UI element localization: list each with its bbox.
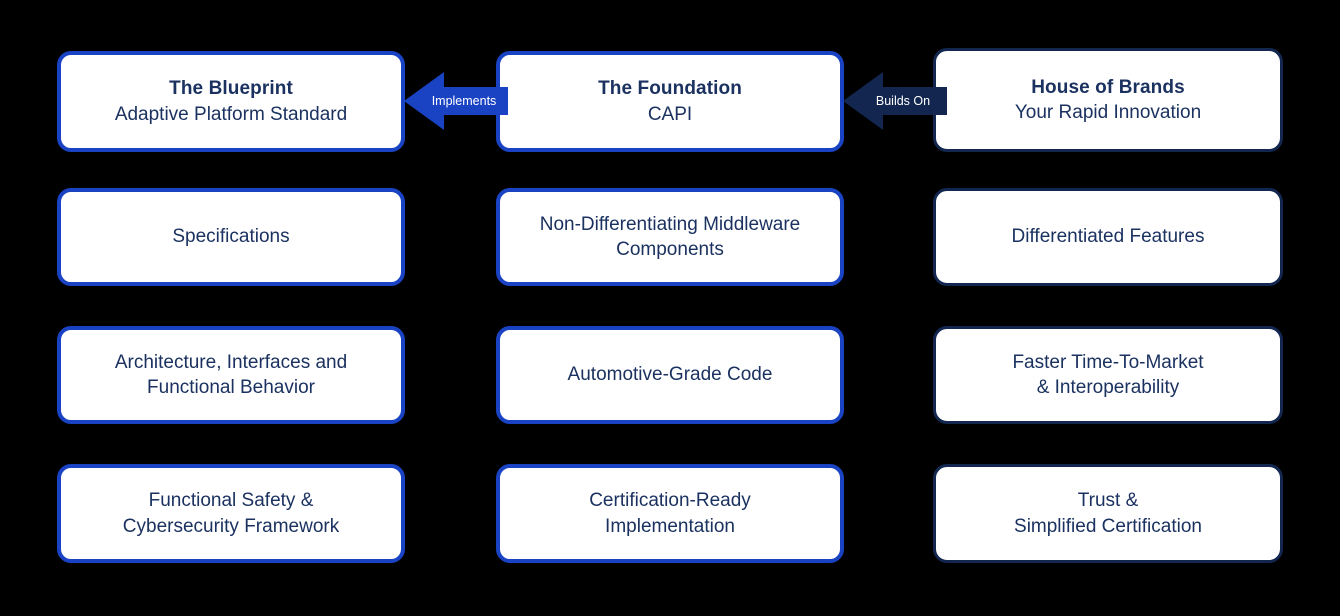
card-blueprint-safety-content: Functional Safety & Cybersecurity Framew…	[61, 484, 401, 543]
card-foundation-certification[interactable]: Certification-Ready Implementation	[496, 464, 844, 563]
card-foundation-certification-content: Certification-Ready Implementation	[500, 484, 840, 543]
card-house-of-brands-time-to-market-content: Faster Time-To-Market & Interoperability	[936, 346, 1280, 405]
card-foundation-automotive-code[interactable]: Automotive-Grade Code	[496, 326, 844, 424]
left-arrow-icon	[404, 72, 508, 130]
card-house-of-brands-features[interactable]: Differentiated Features	[933, 188, 1283, 286]
card-foundation-middleware-line1: Non-Differentiating Middleware	[539, 213, 801, 235]
card-foundation-header-title: The Foundation	[598, 78, 742, 100]
card-blueprint-specifications-line1: Specifications	[172, 226, 290, 248]
card-blueprint-architecture-content: Architecture, Interfaces and Functional …	[61, 346, 401, 405]
card-foundation-middleware-line2: Components	[616, 239, 724, 260]
card-house-of-brands-features-line1: Differentiated Features	[1011, 226, 1205, 248]
card-foundation-automotive-code-line1: Automotive-Grade Code	[567, 364, 773, 386]
card-house-of-brands-time-to-market[interactable]: Faster Time-To-Market & Interoperability	[933, 326, 1283, 424]
card-house-of-brands-header[interactable]: House of Brands Your Rapid Innovation	[933, 48, 1283, 152]
card-house-of-brands-trust-content: Trust & Simplified Certification	[936, 484, 1280, 543]
card-house-of-brands-time-to-market-line2: & Interoperability	[1036, 377, 1180, 398]
card-house-of-brands-features-content: Differentiated Features	[936, 220, 1280, 253]
card-blueprint-specifications[interactable]: Specifications	[57, 188, 405, 286]
card-blueprint-header-title: The Blueprint	[169, 78, 293, 100]
card-foundation-certification-line2: Implementation	[605, 515, 735, 537]
card-house-of-brands-header-title: House of Brands	[1031, 76, 1185, 98]
card-blueprint-safety[interactable]: Functional Safety & Cybersecurity Framew…	[57, 464, 405, 563]
arrow-implements-label: Implements	[431, 94, 497, 108]
arrow-builds-on: Builds On	[843, 68, 947, 134]
card-foundation-header-content: The Foundation CAPI	[500, 72, 840, 131]
card-blueprint-architecture-line2: Functional Behavior	[147, 377, 315, 398]
card-foundation-middleware[interactable]: Non-Differentiating Middleware Component…	[496, 188, 844, 286]
card-foundation-automotive-code-content: Automotive-Grade Code	[500, 358, 840, 391]
card-foundation-certification-line1: Certification-Ready	[589, 490, 751, 512]
card-blueprint-specifications-content: Specifications	[61, 220, 401, 253]
arrow-builds-on-label: Builds On	[875, 94, 931, 108]
card-blueprint-header[interactable]: The Blueprint Adaptive Platform Standard	[57, 51, 405, 152]
left-arrow-icon	[843, 72, 947, 130]
card-blueprint-architecture[interactable]: Architecture, Interfaces and Functional …	[57, 326, 405, 424]
card-blueprint-header-subtitle: Adaptive Platform Standard	[114, 103, 348, 125]
card-house-of-brands-trust-line2: Simplified Certification	[1014, 515, 1202, 537]
card-blueprint-safety-line2: Cybersecurity Framework	[122, 515, 340, 537]
arrow-implements: Implements	[404, 68, 508, 134]
card-house-of-brands-trust[interactable]: Trust & Simplified Certification	[933, 464, 1283, 563]
card-house-of-brands-header-content: House of Brands Your Rapid Innovation	[936, 71, 1280, 130]
card-house-of-brands-time-to-market-line1: Faster Time-To-Market	[1012, 351, 1204, 373]
card-house-of-brands-trust-line1: Trust &	[1077, 490, 1139, 512]
card-blueprint-header-content: The Blueprint Adaptive Platform Standard	[61, 72, 401, 131]
card-blueprint-safety-line1: Functional Safety &	[148, 490, 314, 512]
card-foundation-header[interactable]: The Foundation CAPI	[496, 51, 844, 152]
card-foundation-middleware-content: Non-Differentiating Middleware Component…	[500, 208, 840, 267]
card-foundation-header-subtitle: CAPI	[647, 103, 693, 125]
card-house-of-brands-header-subtitle: Your Rapid Innovation	[1014, 102, 1202, 123]
card-blueprint-architecture-line1: Architecture, Interfaces and	[114, 351, 348, 373]
